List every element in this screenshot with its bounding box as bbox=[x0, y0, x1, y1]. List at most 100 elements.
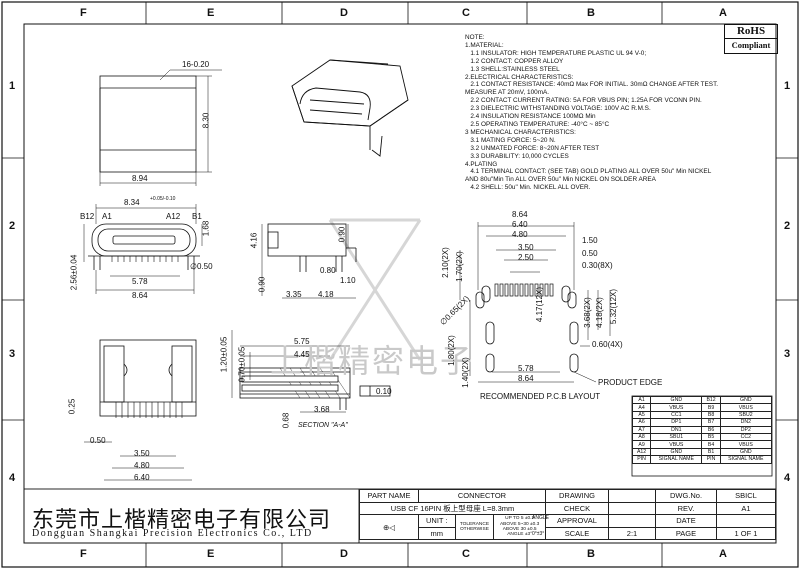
zone-col-d-bottom: D bbox=[340, 548, 348, 560]
notes-block: NOTE: 1.MATERIAL: 1.1 INSULATOR: HIGH TE… bbox=[465, 34, 718, 192]
projection-cell: ⊕◁ bbox=[359, 514, 419, 540]
front-view bbox=[83, 204, 203, 294]
signal-cell: SBU2 bbox=[719, 410, 773, 420]
dim-pcb-532: 5.32(12X) bbox=[609, 288, 619, 325]
dim-bot-480: 4.80 bbox=[134, 461, 150, 470]
zone-col-f: F bbox=[80, 7, 87, 19]
dwg-no-value: SBICL bbox=[716, 489, 776, 503]
signal-cell: GND bbox=[650, 395, 703, 405]
note-line: 1.1 INSULATOR: HIGH TEMPERATURE PLASTIC … bbox=[465, 49, 647, 57]
pin-cell: B4 bbox=[701, 440, 721, 449]
dim-pcb-060: 0.60(4X) bbox=[592, 340, 623, 349]
tol-range: UP TO 5 bbox=[505, 516, 524, 522]
dim-830: 8.30 bbox=[201, 112, 211, 129]
zone-row-3-right: 3 bbox=[784, 348, 791, 360]
signal-header: SIGNAL NAME bbox=[650, 455, 703, 464]
dim-pcb-030: 0.30(8X) bbox=[582, 261, 613, 270]
zone-row-4: 4 bbox=[9, 472, 16, 484]
tol-range: ANGLE bbox=[507, 532, 524, 538]
zone-row-1: 1 bbox=[9, 80, 16, 92]
dim-bot-350: 3.50 bbox=[134, 449, 150, 458]
pin-cell: B7 bbox=[701, 418, 721, 427]
pin-cell: A5 bbox=[631, 410, 652, 420]
tol-value: ±3° bbox=[524, 532, 533, 538]
rohs-line2: Compliant bbox=[725, 38, 777, 51]
watermark-text: 上楷精密电子 bbox=[270, 342, 475, 380]
signal-cell: VBUS bbox=[719, 403, 773, 412]
zone-col-a: A bbox=[719, 7, 727, 19]
otherwise-label: OTHERWISE bbox=[459, 527, 489, 532]
signal-cell: DN2 bbox=[719, 418, 773, 427]
check-value bbox=[608, 501, 656, 515]
dim-bot-025: 0.25 bbox=[67, 398, 77, 415]
dim-pcb-417: 4.17(12X) bbox=[535, 286, 545, 323]
signal-cell: VBUS bbox=[650, 440, 703, 449]
dim-sec-120: 1.20±0.05 bbox=[219, 336, 229, 373]
pin-cell: B1 bbox=[701, 447, 721, 457]
pin-cell: A6 bbox=[631, 418, 652, 427]
tol-row: UP TO 5 ±0.2 bbox=[494, 516, 545, 521]
zone-col-b-bottom: B bbox=[587, 548, 595, 560]
tol-range: ABOVE 30 bbox=[502, 527, 526, 532]
dim-pcb-418: 4.18(2X) bbox=[594, 297, 604, 328]
unit-value: mm bbox=[418, 526, 456, 540]
isometric-view bbox=[291, 59, 409, 157]
date-value bbox=[716, 514, 776, 528]
zone-row-1-right: 1 bbox=[784, 80, 791, 92]
part-description: USB CF 16PIN 板上型母座 L=8.3mm bbox=[359, 501, 546, 515]
note-line: 2.5 OPERATING TEMPERATURE: -40°C ~ 85°C bbox=[465, 120, 610, 128]
note-line: 3.3 DURABILITY: 10,000 CYCLES bbox=[465, 152, 569, 160]
note-line: MEASURE AT 20mV, 100mA. bbox=[465, 89, 550, 97]
dim-pcb-864b: 8.64 bbox=[518, 374, 534, 383]
dim-080: 0.80 bbox=[320, 266, 336, 275]
tol-row: ANGLE ±3° bbox=[494, 532, 545, 537]
dim-168: 1.68 bbox=[201, 220, 211, 237]
dim-864: 8.64 bbox=[132, 291, 148, 300]
bottom-view bbox=[84, 339, 197, 481]
zone-col-d: D bbox=[340, 7, 348, 19]
dim-416: 4.16 bbox=[249, 232, 259, 249]
zone-col-c-bottom: C bbox=[462, 548, 470, 560]
dim-pcb-640: 6.40 bbox=[512, 220, 528, 229]
rev-label: REV. bbox=[655, 501, 717, 515]
angle-value: 0°±3° bbox=[532, 531, 545, 537]
dim-pcb-864: 8.64 bbox=[512, 210, 528, 219]
note-line: 4.1 TERMINAL CONTACT: (SEE TAB) GOLD PLA… bbox=[465, 168, 712, 176]
note-line: 3.2 UNMATED FORCE: 8~20N AFTER TEST bbox=[465, 144, 600, 152]
dim-418: 4.18 bbox=[318, 290, 334, 299]
signal-cell: CC2 bbox=[719, 432, 773, 442]
product-edge-label: PRODUCT EDGE bbox=[598, 378, 663, 387]
zone-row-3: 3 bbox=[9, 348, 16, 360]
dim-578: 5.78 bbox=[132, 277, 148, 286]
dim-335: 3.35 bbox=[286, 290, 302, 299]
rohs-badge: RoHS Compliant bbox=[724, 24, 778, 54]
part-name-label: PART NAME bbox=[359, 489, 419, 503]
dim-834-tol: +0.05/-0.10 bbox=[150, 196, 176, 202]
page-label: PAGE bbox=[655, 526, 717, 540]
dim-pcb-578: 5.78 bbox=[518, 364, 534, 373]
dim-pcb-250: 2.50 bbox=[518, 253, 534, 262]
signal-cell: VBUS bbox=[650, 403, 703, 412]
zone-row-2: 2 bbox=[9, 220, 16, 232]
drawing-value bbox=[608, 489, 656, 503]
signal-cell: DP1 bbox=[650, 418, 703, 427]
dim-sec-070: 0.70±0.05 bbox=[237, 346, 247, 383]
section-label: SECTION "A-A" bbox=[298, 422, 348, 429]
approval-label: APPROVAL bbox=[545, 514, 609, 528]
note-line: 1.MATERIAL: bbox=[465, 41, 504, 49]
pin-cell: B6 bbox=[701, 425, 721, 434]
zone-row-2-right: 2 bbox=[784, 220, 791, 232]
company-name-cn: 东莞市上楷精密电子有限公司 bbox=[32, 508, 332, 533]
note-line: NOTE: bbox=[465, 34, 485, 41]
label-a1: A1 bbox=[102, 212, 112, 221]
company-name-en: Dongguan Shangkai Precision Electronics … bbox=[32, 528, 313, 539]
dim-834: 8.34 bbox=[124, 198, 140, 207]
dim-894: 8.94 bbox=[132, 174, 148, 183]
note-line: 4.PLATING bbox=[465, 160, 498, 168]
pin-cell: A9 bbox=[631, 440, 652, 449]
rohs-line1: RoHS bbox=[736, 25, 766, 37]
projection-symbol-icon: ⊕◁ bbox=[382, 522, 396, 532]
